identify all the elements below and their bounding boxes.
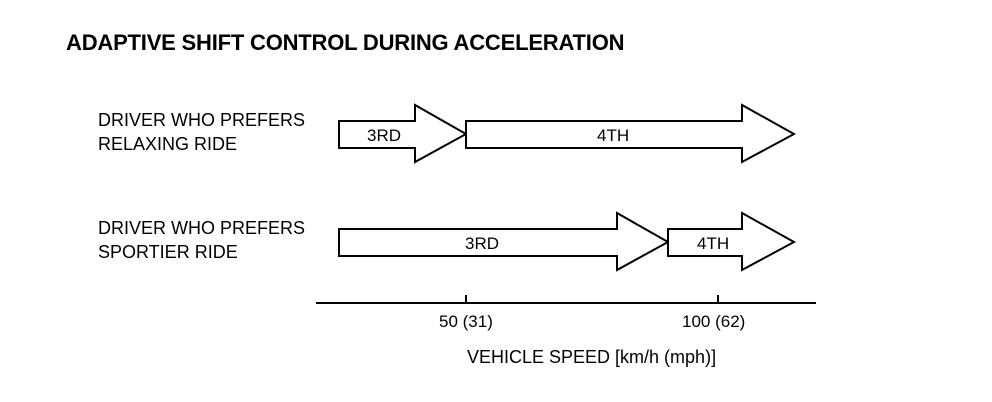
relaxing-4th-arrow (465, 103, 797, 164)
tick-label-100: 100 (62) (682, 312, 745, 331)
sportier-ride-label-line-1: DRIVER WHO PREFERS (98, 218, 306, 238)
axis-title: VEHICLE SPEED [km/h (mph)] (467, 347, 717, 367)
diagram-title: ADAPTIVE SHIFT CONTROL DURING ACCELERATI… (66, 30, 625, 55)
relaxing-ride-label-line-1: DRIVER WHO PREFERS (98, 110, 306, 130)
relaxing-3rd-arrow (338, 103, 469, 164)
relaxing-3rd-label: 3RD (367, 126, 401, 145)
sportier-4th-label: 4TH (697, 234, 729, 253)
tick-label-50: 50 (31) (439, 312, 493, 331)
sportier-4th-arrow (667, 211, 797, 272)
sportier-3rd-label: 3RD (465, 234, 499, 253)
relaxing-4th-label: 4TH (597, 126, 629, 145)
sportier-ride-label: DRIVER WHO PREFERS SPORTIER RIDE (98, 216, 305, 264)
sportier-3rd-arrow (338, 211, 671, 272)
sportier-ride-label-line-2: SPORTIER RIDE (98, 242, 238, 262)
relaxing-ride-label: DRIVER WHO PREFERS RELAXING RIDE (98, 108, 305, 156)
relaxing-ride-label-line-2: RELAXING RIDE (98, 134, 238, 154)
